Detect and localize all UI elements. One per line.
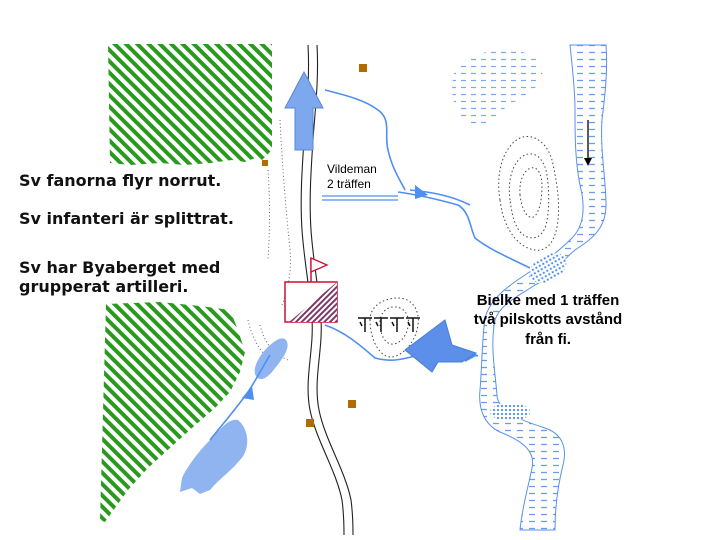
forest-south [100,302,245,522]
label-vildeman-name: Vildeman [327,162,377,176]
bog-south [490,403,530,421]
lake-southwest [180,419,248,494]
water-area-northeast [452,50,543,126]
label-bielke-line2: två pilskotts avstånd [473,311,623,328]
stream-north [324,89,406,191]
road-branch-vildeman [322,195,398,201]
hill-contours-northeast [498,136,559,251]
lake-west [254,338,288,380]
river-current-arrowhead [584,158,592,166]
village-icon-south1 [348,400,356,408]
note-byaberget-line2: grupperat artilleri. [19,277,189,296]
note-infantry-split: Sv infanteri är splittrat. [19,209,234,228]
village-icon-north [359,64,367,72]
river-east [479,44,608,531]
village-icon-south2 [306,419,314,427]
stream-arrowhead-3 [242,386,254,400]
retreat-arrow-north [284,70,324,151]
artillery-piece-1 [358,317,372,332]
village-icon-west [262,160,268,166]
artillery-piece-2 [374,317,388,332]
artillery-piece-3 [390,317,404,332]
artillery-icon [358,317,420,332]
label-bielke-line1: Bielke med 1 träffen [476,292,620,309]
stream-vildeman [397,191,531,269]
red-flag-icon [310,257,329,273]
bog-north [529,252,567,284]
label-bielke-line3: från fi. [525,331,571,348]
artillery-piece-4 [406,317,420,332]
forest-north [108,44,272,165]
note-byaberget-line1: Sv har Byaberget med [19,258,221,277]
note-flags-flee: Sv fanorna flyr norrut. [19,171,222,190]
label-vildeman-hits: 2 träffen [327,177,371,191]
terrain-lines-west [247,119,291,361]
swedish-unit-hatch [289,282,337,322]
bielke-arrow [404,319,478,373]
hill-contours-byaberget [369,297,419,358]
stream-arrowhead-1 [415,185,428,199]
